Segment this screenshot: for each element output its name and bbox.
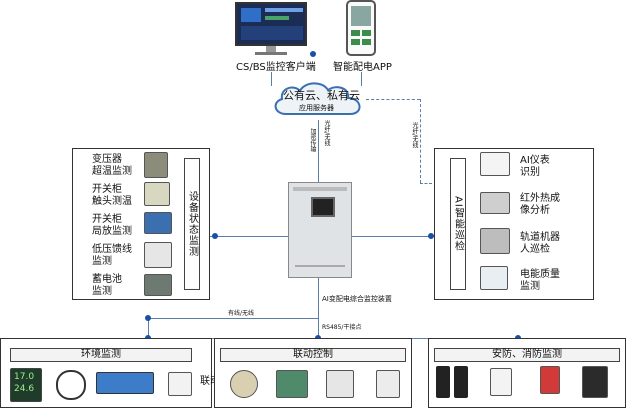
wired-wireless-label: 有线/无线 [228, 310, 255, 317]
monitor-client [235, 2, 307, 58]
left-item-5-label: 蓄电池 监测 [92, 274, 122, 297]
partial-discharge-sensor-icon [144, 212, 172, 234]
right-panel-title: AI智能巡检 [452, 196, 464, 252]
monitoring-cabinet [288, 182, 352, 278]
monitor-screen [235, 2, 307, 46]
thermal-camera-icon [480, 192, 510, 214]
alarm-light-icon [540, 366, 560, 394]
device-to-bus-line [318, 278, 319, 338]
phone-app [346, 0, 376, 56]
temp-sensor-icon [144, 182, 170, 206]
env-hum-value: 24.6 [14, 384, 35, 394]
device-to-right-line [352, 236, 434, 237]
right-panel-title-bar: AI智能巡检 [450, 158, 466, 290]
env-temp-value: 17.0 [14, 372, 35, 382]
left-to-device-line [210, 236, 288, 237]
feeder-cabinet-icon [144, 242, 172, 268]
right-item-1-label: AI仪表 识别 [520, 155, 550, 178]
track-robot-icon [480, 228, 510, 254]
water-leak-sensor-icon [56, 370, 86, 400]
encrypted-label: 加密传输 [309, 128, 316, 152]
left-link-dot [212, 233, 218, 239]
linkage-control-title: 联动控制 [220, 348, 406, 362]
app-label: 智能配电APP [333, 62, 392, 73]
cloud-right-dashed-line [366, 99, 420, 100]
left-panel-title-bar: 设备状态监测 [184, 158, 200, 290]
left-item-1-label: 变压器 超温监测 [92, 154, 132, 177]
cloud-subtitle: 应用服务器 [299, 104, 334, 112]
env-monitor-title: 环境监测 [10, 348, 192, 362]
right-item-3-label: 轨道机器 人巡检 [520, 232, 560, 255]
left-item-3-label: 开关柜 局放监测 [92, 214, 132, 237]
motion-sensor-icon [490, 368, 512, 396]
meter-icon [480, 152, 510, 176]
left-item-4-label: 低压馈线 监测 [92, 244, 132, 267]
fan-motor-icon [276, 370, 308, 398]
infrared-beam-right-icon [454, 366, 468, 398]
cloud-to-device-line [318, 120, 319, 182]
client-link-dot [310, 51, 316, 57]
left-panel-title: 设备状态监测 [186, 191, 198, 257]
fiber-wireless-right-label: 光纤/无线 [411, 122, 418, 149]
env-side-text: 联动 [200, 376, 220, 387]
right-link-dot [428, 233, 434, 239]
cloud-icon [274, 82, 361, 115]
heater-icon [376, 370, 400, 398]
cabinet-screen [311, 197, 335, 217]
smoke-sensor-icon [168, 372, 192, 396]
right-item-4-label: 电能质量 监测 [520, 269, 560, 292]
cloud-title: 公有云、私有云 [283, 89, 360, 102]
right-dashed-down-line [420, 99, 421, 183]
client-label: CS/BS监控客户端 [236, 62, 316, 73]
battery-icon [144, 274, 172, 296]
app-to-cloud-line [361, 72, 362, 86]
client-to-cloud-line [271, 72, 272, 86]
power-quality-meter-icon [480, 266, 508, 290]
right-item-2-label: 红外热成 像分析 [520, 193, 560, 216]
wired-link-dot [145, 315, 151, 321]
transformer-icon [144, 152, 168, 178]
left-item-2-label: 开关柜 触头测温 [92, 184, 132, 207]
device-caption: AI变配电综合监控装置 [322, 295, 392, 303]
env-controller-icon [96, 372, 154, 394]
fiber-wireless-label: 光纤/无线 [323, 120, 330, 147]
relay-icon [230, 370, 258, 398]
upper-bus-drop-line [148, 318, 149, 338]
infrared-beam-left-icon [436, 366, 450, 398]
access-control-icon [582, 366, 608, 398]
right-dashed-to-ai-line [420, 183, 432, 184]
security-fire-title: 安防、消防监测 [434, 348, 620, 362]
rs485-label: RS485/干接点 [322, 324, 362, 331]
exhaust-fan-icon [326, 370, 354, 398]
temp-humidity-display: 17.0 24.6 [10, 368, 42, 402]
upper-bus-line [148, 318, 318, 319]
